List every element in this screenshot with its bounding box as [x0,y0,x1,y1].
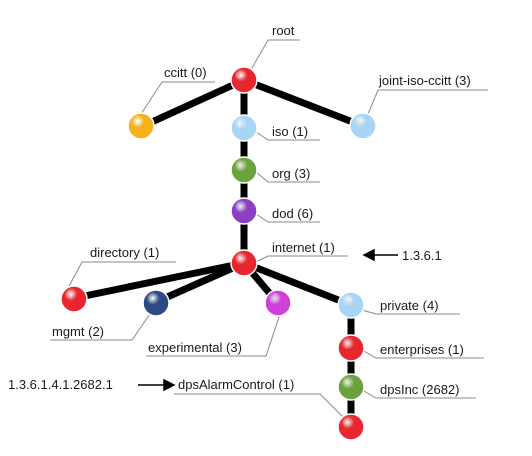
edge-internet-directory [71,259,248,302]
node-org [230,156,258,184]
label-mgmt: mgmt (2) [52,324,104,339]
label-experimental: experimental (3) [148,340,242,355]
node-private [337,291,365,319]
node-root [230,66,258,94]
node-mgmt [142,289,170,317]
oid-internet: 1.3.6.1 [402,248,442,263]
node-ccitt [127,112,155,140]
leader-org [255,171,320,183]
label-org: org (3) [272,166,310,181]
leader-dpsalarm [174,393,345,419]
arrow-dpsalarm-head [163,378,176,392]
leader-mgmt [50,313,151,341]
node-internet [230,249,258,277]
label-dpsinc: dpsInc (2682) [380,382,460,397]
node-dpsalarmcontrol [337,413,365,441]
leader-ccitt [140,81,215,115]
leader-enterprises [361,349,484,359]
node-iso [230,114,258,142]
leader-private [361,309,460,315]
label-iso: iso (1) [272,124,308,139]
node-enterprises [337,334,365,362]
label-dod: dod (6) [272,206,313,221]
oid-dpsalarmcontrol: 1.3.6.1.4.1.2682.1 [8,377,113,392]
label-ccitt: ccitt (0) [164,65,207,80]
node-directory [60,285,88,313]
leader-dpsinc [361,389,476,399]
label-internet: internet (1) [272,240,335,255]
edge-internet-mgmt [152,259,248,306]
leader-joint [367,89,488,115]
leader-iso [255,131,320,141]
leader-experimental [146,313,281,357]
label-directory: directory (1) [90,245,159,260]
arrow-internet-head [362,248,375,262]
leader-internet [255,255,348,263]
leader-dod [255,213,320,223]
edge-root-joint [240,76,367,130]
node-dpsinc [337,373,365,401]
label-private: private (4) [380,298,439,313]
label-joint-iso-ccitt: joint-iso-ccitt (3) [378,73,471,88]
label-enterprises: enterprises (1) [380,342,464,357]
node-experimental [264,289,292,317]
leader-root [251,39,300,69]
leader-directory [67,261,176,289]
node-dod [230,197,258,225]
edge-root-ccitt [139,76,248,130]
label-dpsalarmcontrol: dpsAlarmControl (1) [178,377,294,392]
edge-internet-private [240,259,355,309]
label-root: root [272,23,295,38]
node-joint-iso-ccitt [349,112,377,140]
